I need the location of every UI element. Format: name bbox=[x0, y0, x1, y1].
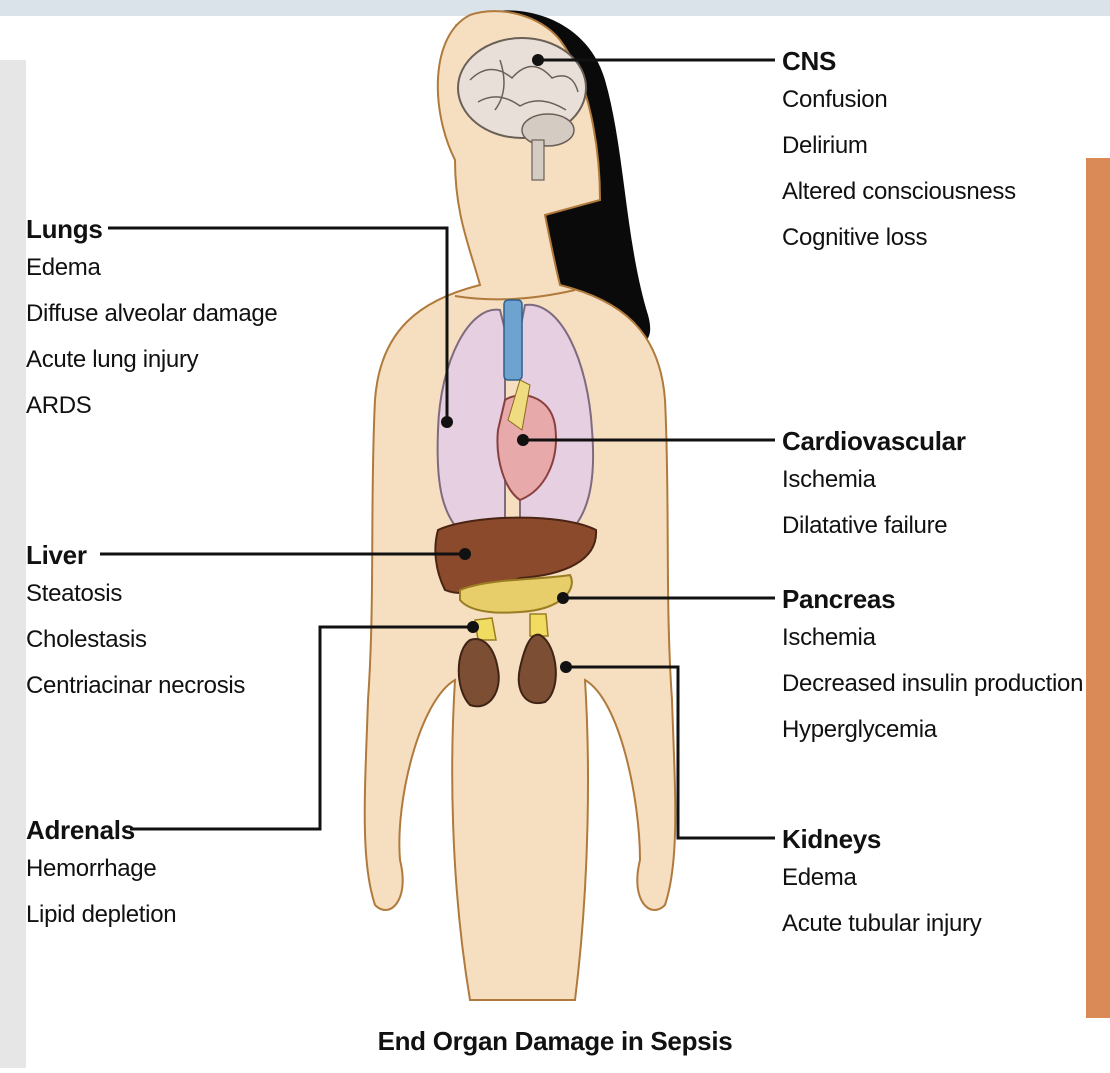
lungs-item: Diffuse alveolar damage bbox=[26, 299, 277, 329]
cns-item: Cognitive loss bbox=[782, 223, 1016, 253]
adrenals-item: Lipid depletion bbox=[26, 900, 176, 930]
lungs-item: ARDS bbox=[26, 391, 277, 421]
lungs-item: Edema bbox=[26, 253, 277, 283]
left-bg-accent bbox=[0, 60, 26, 1068]
dot-pancreas bbox=[557, 592, 569, 604]
label-adrenals: Adrenals Hemorrhage Lipid depletion bbox=[26, 815, 176, 946]
dot-liver bbox=[459, 548, 471, 560]
liver-item: Cholestasis bbox=[26, 625, 245, 655]
cardiovascular-item: Dilatative failure bbox=[782, 511, 966, 541]
dot-kidneys bbox=[560, 661, 572, 673]
cns-item: Delirium bbox=[782, 131, 1016, 161]
kidneys-item: Acute tubular injury bbox=[782, 909, 981, 939]
cns-item: Confusion bbox=[782, 85, 1016, 115]
top-banner bbox=[0, 0, 1110, 16]
pancreas-title: Pancreas bbox=[782, 584, 1083, 614]
dot-cardiovascular bbox=[517, 434, 529, 446]
kidneys-title: Kidneys bbox=[782, 824, 981, 854]
dot-adrenals bbox=[467, 621, 479, 633]
label-kidneys: Kidneys Edema Acute tubular injury bbox=[782, 824, 981, 955]
diagram-caption: End Organ Damage in Sepsis bbox=[0, 1026, 1110, 1057]
trachea bbox=[504, 300, 522, 380]
kidneys-item: Edema bbox=[782, 863, 981, 893]
dot-cns bbox=[532, 54, 544, 66]
dot-lungs bbox=[441, 416, 453, 428]
lungs-title: Lungs bbox=[26, 214, 277, 244]
liver-item: Steatosis bbox=[26, 579, 245, 609]
label-lungs: Lungs Edema Diffuse alveolar damage Acut… bbox=[26, 214, 277, 437]
pancreas-item: Hyperglycemia bbox=[782, 715, 1083, 745]
right-bg-accent bbox=[1086, 158, 1110, 1018]
label-liver: Liver Steatosis Cholestasis Centriacinar… bbox=[26, 540, 245, 717]
label-pancreas: Pancreas Ischemia Decreased insulin prod… bbox=[782, 584, 1083, 761]
lungs-item: Acute lung injury bbox=[26, 345, 277, 375]
pancreas-item: Decreased insulin production bbox=[782, 669, 1083, 699]
label-cardiovascular: Cardiovascular Ischemia Dilatative failu… bbox=[782, 426, 966, 557]
cns-item: Altered consciousness bbox=[782, 177, 1016, 207]
liver-title: Liver bbox=[26, 540, 245, 570]
cns-title: CNS bbox=[782, 46, 1016, 76]
adrenals-title: Adrenals bbox=[26, 815, 176, 845]
pancreas-item: Ischemia bbox=[782, 623, 1083, 653]
adrenals-item: Hemorrhage bbox=[26, 854, 176, 884]
liver-item: Centriacinar necrosis bbox=[26, 671, 245, 701]
adrenal-right bbox=[530, 614, 548, 636]
label-cns: CNS Confusion Delirium Altered conscious… bbox=[782, 46, 1016, 269]
cardiovascular-title: Cardiovascular bbox=[782, 426, 966, 456]
cardiovascular-item: Ischemia bbox=[782, 465, 966, 495]
